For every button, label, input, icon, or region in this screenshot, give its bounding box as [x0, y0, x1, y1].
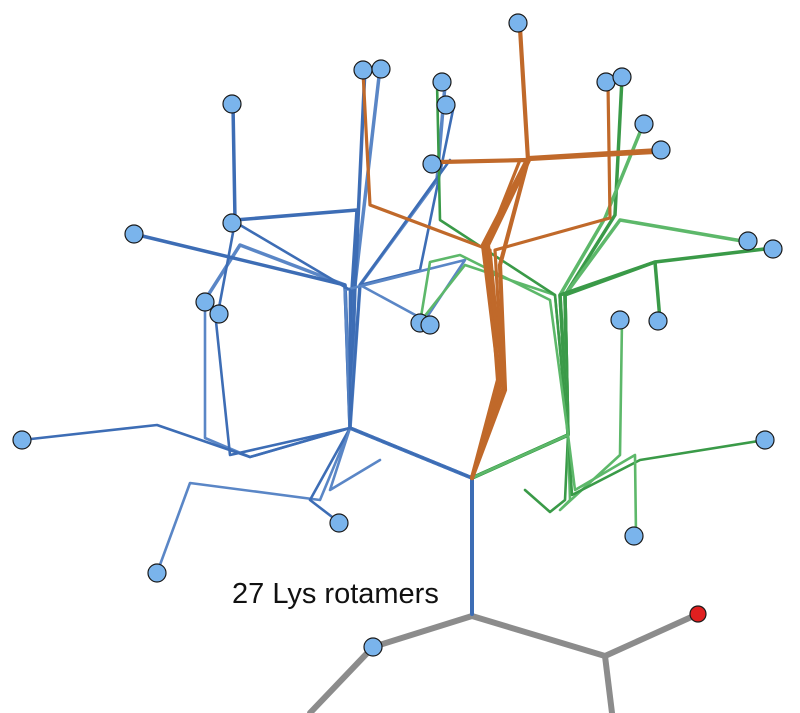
orange-rotamer-chain — [429, 157, 530, 481]
blue-rotamer-chain — [328, 426, 474, 492]
hydrogen-atom — [329, 513, 349, 533]
blue-rotamer-chain — [348, 283, 474, 480]
hydrogen-atom — [147, 563, 167, 583]
blue-rotamer-chain — [348, 158, 474, 480]
hydrogen-atom — [371, 59, 391, 79]
diagram-caption: 27 Lys rotamers — [232, 578, 439, 610]
hydrogen-atom — [436, 95, 456, 115]
hydrogen-atom — [12, 430, 32, 450]
hydrogen-atom — [648, 311, 668, 331]
orange-rotamer-family — [361, 25, 665, 481]
hydrogen-atom — [651, 140, 671, 160]
backbone-bonds — [307, 611, 701, 713]
green-rotamer-chain — [470, 433, 570, 514]
backbone-bond — [307, 611, 701, 713]
hydrogen-atom — [634, 114, 654, 134]
blue-rotamer-chain — [155, 426, 474, 575]
green-rotamer-chain — [470, 218, 750, 480]
orange-rotamer-chain — [469, 147, 663, 481]
atom-spheres — [12, 13, 783, 657]
green-rotamer-family — [418, 76, 775, 537]
hydrogen-atom — [209, 304, 229, 324]
hydrogen-atom — [763, 239, 783, 259]
oxygen-atom — [689, 605, 707, 623]
hydrogen-atom — [353, 60, 373, 80]
blue-rotamer-chain — [213, 310, 474, 480]
hydrogen-atom — [420, 315, 440, 335]
hydrogen-atom — [432, 72, 452, 92]
orange-rotamer-chain — [470, 150, 665, 480]
hydrogen-atom — [612, 67, 632, 87]
hydrogen-atom — [596, 72, 616, 92]
hydrogen-atom — [738, 231, 758, 251]
hydrogen-atom — [610, 310, 630, 330]
blue-rotamer-family — [20, 66, 474, 616]
blue-rotamer-chain — [343, 258, 474, 480]
green-rotamer-chain — [470, 433, 638, 537]
orange-rotamer-chain — [361, 70, 505, 480]
hydrogen-atom — [222, 213, 242, 233]
hydrogen-atom — [124, 224, 144, 244]
hydrogen-atom — [222, 94, 242, 114]
hydrogen-atom — [508, 13, 528, 33]
blue-rotamer-chain — [203, 243, 474, 480]
hydrogen-atom — [422, 154, 442, 174]
blue-rotamer-chain — [216, 220, 474, 480]
orange-rotamer-chain — [469, 25, 531, 481]
backbone-bond — [602, 653, 615, 713]
hydrogen-atom — [624, 526, 644, 546]
hydrogen-atom — [363, 637, 383, 657]
hydrogen-atom — [755, 430, 775, 450]
hydrogen-atom — [195, 292, 215, 312]
